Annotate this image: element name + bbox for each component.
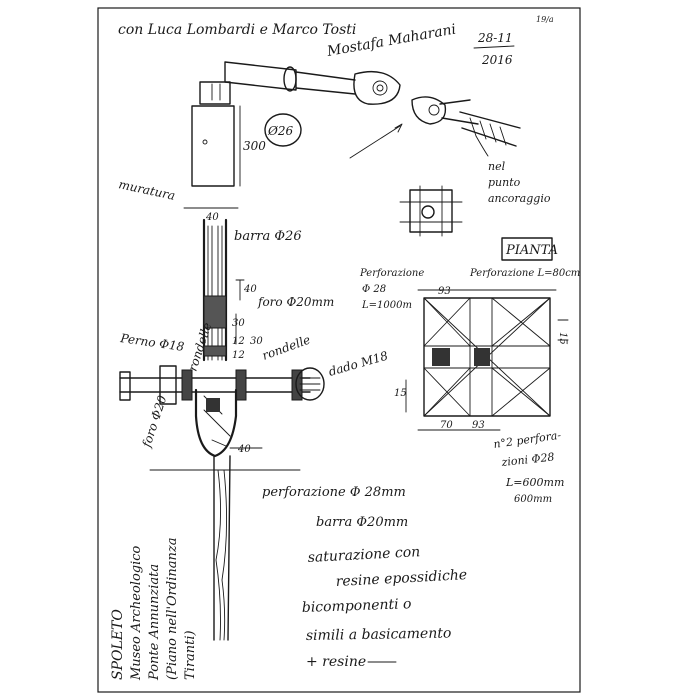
date-line-2: 2016 <box>481 53 513 67</box>
dim-300: 300 <box>243 139 266 153</box>
sidebar-line-4: (Piano nell'Ordinanza <box>165 538 180 680</box>
diameter-circle: Ø26 <box>264 113 302 147</box>
plan-dim-top: 93 <box>438 286 451 297</box>
dim-40-top: 40 <box>205 212 219 223</box>
dim-30-a: 30 <box>232 318 245 329</box>
note-line-5: + resine <box>306 654 366 670</box>
date-line-1: 28-11 <box>477 31 513 45</box>
diameter-label: Ø26 <box>267 124 293 138</box>
hole-label: foro Φ20mm <box>257 295 334 309</box>
plan-dim-right: 15 <box>557 332 568 345</box>
perforation-label: perforazione Φ 28mm <box>262 485 406 500</box>
plan-note-4: 600mm <box>514 494 552 505</box>
tie-rod-detail: 40 <box>119 207 325 641</box>
note-line-2: resine epossidiche <box>335 567 467 590</box>
dim-12-b: 12 <box>232 350 245 361</box>
plan-title: PIANTA <box>505 243 558 258</box>
dim-40-bottom: 40 <box>237 444 251 455</box>
plan-dim-bottom-a: 70 <box>440 420 453 431</box>
plan-note-3: L=600mm <box>505 476 564 489</box>
note-line-3: bicomponenti o <box>302 596 412 616</box>
bar-label: barra Φ26 <box>234 229 302 244</box>
plan-note-2: zioni Φ28 <box>500 451 555 470</box>
note-line-4: simili a basicamento <box>306 625 452 644</box>
sidebar-line-5: Tiranti) <box>183 630 198 680</box>
sidebar-line-1: SPOLETO <box>110 609 126 680</box>
sidebar-line-3: Ponte Annunziata <box>147 564 162 681</box>
note-line-1: saturazione con <box>307 544 420 566</box>
section-detail <box>399 185 463 237</box>
wall-block <box>191 81 241 187</box>
plan-grid: 93 <box>405 286 569 431</box>
plan-perf-top: Perforazione L=80cm <box>469 268 580 279</box>
page-number: 19/a <box>536 15 554 24</box>
anchor-note-line-2: punto <box>488 176 521 189</box>
anchor-note-line-1: nel <box>488 160 506 173</box>
plan-dim-bottom-b: 93 <box>472 420 485 431</box>
plan-dim-left: 15 <box>394 388 407 399</box>
dim-12: 12 <box>232 336 245 347</box>
date-divider <box>473 45 515 49</box>
sidebar-line-2: Museo Archeologico <box>129 545 144 681</box>
authors-text: con Luca Lombardi e Marco Tosti <box>118 22 356 38</box>
plan-frame: PIANTA <box>501 237 558 261</box>
plan-perf-left-3: L=1000m <box>361 300 412 311</box>
plan-perf-left-2: Φ 28 <box>362 284 386 295</box>
anchor-perspective-sketch <box>224 61 521 159</box>
bar20-label: barra Φ20mm <box>316 515 408 530</box>
dim-40-a: 40 <box>243 284 257 295</box>
dim-30-b: 30 <box>250 336 263 347</box>
plan-perf-left-1: Perforazione <box>359 268 424 279</box>
anchor-note-line-3: ancoraggio <box>488 192 551 205</box>
